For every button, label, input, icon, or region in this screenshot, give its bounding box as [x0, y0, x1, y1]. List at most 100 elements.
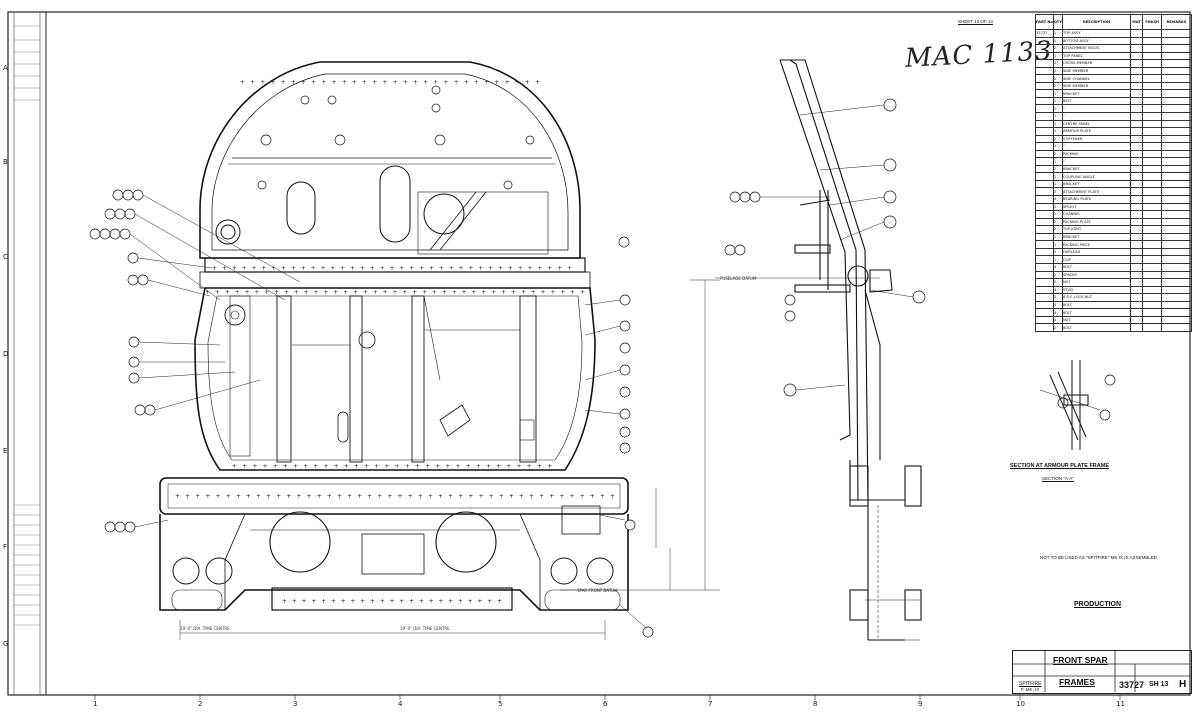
ruler-side-e: E [3, 447, 8, 455]
parts-list-cell [1129, 172, 1144, 181]
parts-list-cell [1129, 308, 1144, 317]
parts-list-cell [1035, 240, 1054, 249]
parts-list-cell [1142, 104, 1162, 113]
parts-list-cell [1129, 278, 1144, 287]
parts-list-cell [1160, 36, 1193, 46]
parts-list-cell [1142, 36, 1162, 46]
revision-letter: H [1179, 679, 1187, 690]
ruler-top-9: 9 [918, 700, 923, 708]
parts-list-cell [1035, 187, 1054, 197]
production-label: PRODUCTION [1074, 601, 1122, 608]
parts-list-cell [1160, 81, 1193, 91]
parts-list-cell [1142, 172, 1162, 181]
ruler-top-4: 4 [398, 700, 403, 708]
parts-list-cell: 2 [1052, 278, 1063, 287]
parts-list-cell: 2 [1052, 74, 1063, 83]
parts-list-cell [1035, 308, 1054, 317]
svg-text:+ + + + + + + + + + + + + + +: + + + + + + + + + + + + + + + + + + + + … [232, 463, 552, 470]
parts-list-cell [1160, 96, 1193, 106]
parts-list-cell: 4 [1052, 315, 1063, 325]
parts-list-cell [1035, 66, 1054, 76]
parts-list-cell: SIDE MEMBER [1061, 81, 1131, 91]
ruler-top-5: 5 [498, 700, 503, 708]
parts-list-cell [1142, 134, 1162, 144]
parts-list-row: 2" [1035, 104, 1193, 113]
parts-list-cell [1160, 112, 1193, 121]
parts-list-cell: 2 [1052, 104, 1063, 113]
ruler-top-1: 1 [93, 700, 98, 708]
parts-list-cell [1035, 217, 1054, 227]
parts-list-cell [1160, 315, 1193, 325]
parts-list-cell [1142, 142, 1162, 151]
parts-list-cell: BRACKET [1061, 232, 1131, 242]
parts-list-cell [1129, 89, 1144, 98]
parts-list-cell: NUT [1061, 278, 1131, 287]
parts-list-cell [1160, 44, 1193, 53]
parts-list-cell [1129, 81, 1144, 91]
parts-list-cell [1160, 66, 1193, 76]
parts-list-cell [1142, 217, 1162, 227]
parts-list-cell: 1 [1052, 210, 1063, 219]
parts-list-cell [1129, 96, 1144, 106]
section-title: SECTION AT ARMOUR PLATE FRAME [1010, 463, 1109, 469]
parts-list-cell [1142, 240, 1162, 249]
parts-list-cell [1142, 112, 1162, 121]
parts-list-cell [1160, 29, 1193, 38]
parts-list-cell [1160, 74, 1193, 83]
parts-list-cell: BRACKET [1061, 164, 1131, 174]
svg-text:19'-0" DIA. TIME CENTRE: 19'-0" DIA. TIME CENTRE [400, 626, 450, 631]
parts-list-cell [1160, 308, 1193, 317]
parts-list-cell [1035, 172, 1054, 181]
parts-list-cell: 1 [1052, 142, 1063, 151]
parts-list-cell [1035, 89, 1054, 98]
parts-list-cell: CHANNEL [1061, 210, 1131, 219]
parts-list-cell [1035, 293, 1054, 302]
parts-list-cell [1129, 262, 1144, 272]
parts-list-cell [1129, 225, 1144, 234]
parts-list-cell [1160, 285, 1193, 295]
parts-list-cell [1035, 134, 1054, 144]
parts-list-cell [1160, 127, 1193, 136]
parts-list-cell: " [1061, 142, 1131, 151]
parts-list-cell [1129, 112, 1144, 121]
parts-list-cell: BEARING PLATE [1061, 195, 1131, 204]
parts-list-cell [1142, 293, 1162, 302]
parts-list-cell: 2 [1052, 44, 1063, 53]
parts-list-cell: COUPLING ANGLE [1061, 172, 1131, 181]
parts-list-cell [1160, 232, 1193, 242]
parts-list-cell: 4 [1052, 308, 1063, 317]
parts-list-cell: 2 [1052, 187, 1063, 197]
parts-list-cell [1035, 179, 1054, 189]
col-header: REMARKS [1160, 14, 1193, 30]
parts-list-cell [1035, 278, 1054, 287]
parts-list-cell [1142, 323, 1162, 332]
parts-list-cell [1142, 59, 1162, 68]
parts-list-cell: 2 [1052, 164, 1063, 174]
parts-list-cell [1142, 127, 1162, 136]
svg-text:SPAR FRONT DATUM: SPAR FRONT DATUM [577, 588, 618, 593]
parts-list-cell [1035, 74, 1054, 83]
parts-list-cell [1129, 195, 1144, 204]
parts-list-cell [1160, 179, 1193, 189]
parts-list-cell [1160, 142, 1193, 151]
parts-list-cell [1142, 179, 1162, 189]
parts-list-cell [1129, 323, 1144, 332]
parts-list-cell: 2 [1052, 217, 1063, 227]
parts-list-cell [1035, 127, 1054, 136]
parts-list-cell [1142, 74, 1162, 83]
parts-list-cell [1142, 164, 1162, 174]
parts-list-cell [1142, 195, 1162, 204]
parts-list-cell [1035, 195, 1054, 204]
parts-list-cell: 1 [1052, 255, 1063, 264]
parts-list-cell: ATTACHMENT PLATE [1061, 187, 1131, 197]
